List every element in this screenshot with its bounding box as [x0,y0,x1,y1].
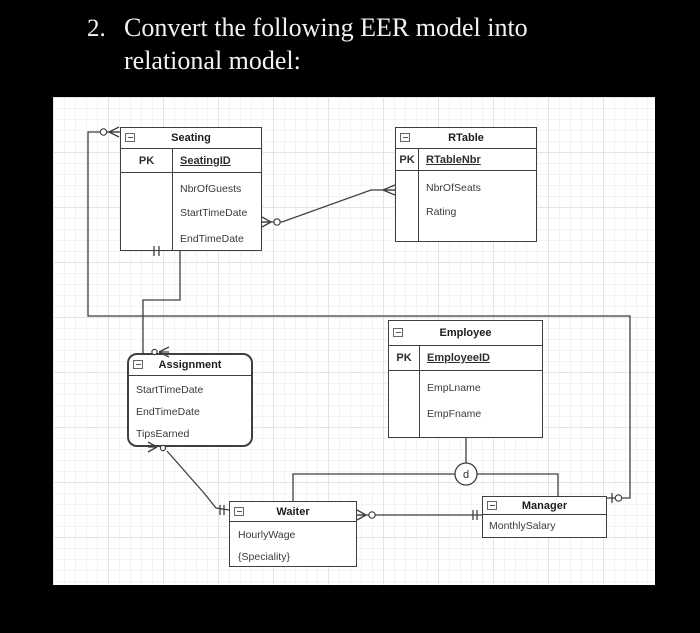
entity-title: Waiter [276,505,310,518]
collapse-icon [400,133,410,142]
attribute-row: EmpFname [427,408,482,420]
pk-field: RTableNbr [426,153,481,166]
connector-disjoint-manager [477,473,559,496]
entity-assignment: Assignment StartTimeDate EndTimeDate Tip… [127,353,253,447]
attribute-row: {Speciality} [238,551,290,563]
one-and-only-one-icon [219,505,225,515]
question-number: 2. [87,15,106,42]
entity-title: Seating [171,132,211,144]
entity-employee: Employee PK EmployeeID EmpLname EmpFname [388,320,543,438]
attribute-row: StartTimeDate [180,207,248,219]
connector-seating-assignment [142,246,181,358]
entity-title: Manager [521,499,568,512]
disjoint-circle: d [454,462,478,486]
pk-column-divider [419,345,420,437]
connector-seating-rtable [261,184,396,228]
attribute-row: NbrOfSeats [426,182,481,194]
attribute-row: MonthlySalary [489,520,556,532]
pk-cell: PK [399,153,415,166]
disjoint-label: d [463,469,469,481]
attribute-row: StartTimeDate [136,384,204,396]
collapse-icon [487,500,497,510]
attribute-row: HourlyWage [238,529,296,541]
pk-column-divider [418,148,419,241]
attribute-row: Rating [426,206,457,218]
entity-rtable: RTable PK RTableNbr NbrOfSeats Rating [395,127,537,242]
collapse-icon [125,133,135,142]
entity-seating: Seating PK SeatingID NbrOfGuests StartTi… [120,127,262,251]
crowsfoot-zero-many-icon [356,509,376,521]
connector-assignment-waiter [147,441,230,515]
page-title: Convert the following EER model into [124,13,528,42]
collapse-icon [234,506,244,516]
entity-title: RTable [448,132,484,144]
zero-or-one-icon [611,493,623,503]
entity-title: Assignment [158,359,222,371]
attribute-row: EndTimeDate [180,232,244,245]
entity-waiter: Waiter HourlyWage {Speciality} [229,501,357,567]
diagram-canvas: Seating PK SeatingID NbrOfGuests StartTi… [53,97,655,585]
attribute-row: EmpLname [427,382,481,394]
connector-disjoint-waiter [292,473,455,501]
connector-waiter-manager [356,509,482,521]
attribute-row: TipsEarned [136,428,190,440]
pk-cell: PK [396,352,412,364]
page-title-line2: relational model: [124,46,301,75]
entity-title: Employee [439,327,492,339]
attribute-row: NbrOfGuests [180,183,242,195]
pk-column-divider [172,148,173,250]
one-and-only-one-icon [472,510,478,520]
crowsfoot-zero-many-icon [261,216,281,228]
collapse-icon [133,360,143,369]
crowsfoot-zero-many-icon [99,126,120,138]
pk-field: SeatingID [180,154,231,167]
pk-cell: PK [138,154,155,167]
crowsfoot-many-icon [382,184,396,196]
attribute-row: EndTimeDate [136,406,200,418]
collapse-icon [393,328,403,337]
entity-manager: Manager MonthlySalary [482,496,607,538]
pk-field: EmployeeID [427,352,490,364]
